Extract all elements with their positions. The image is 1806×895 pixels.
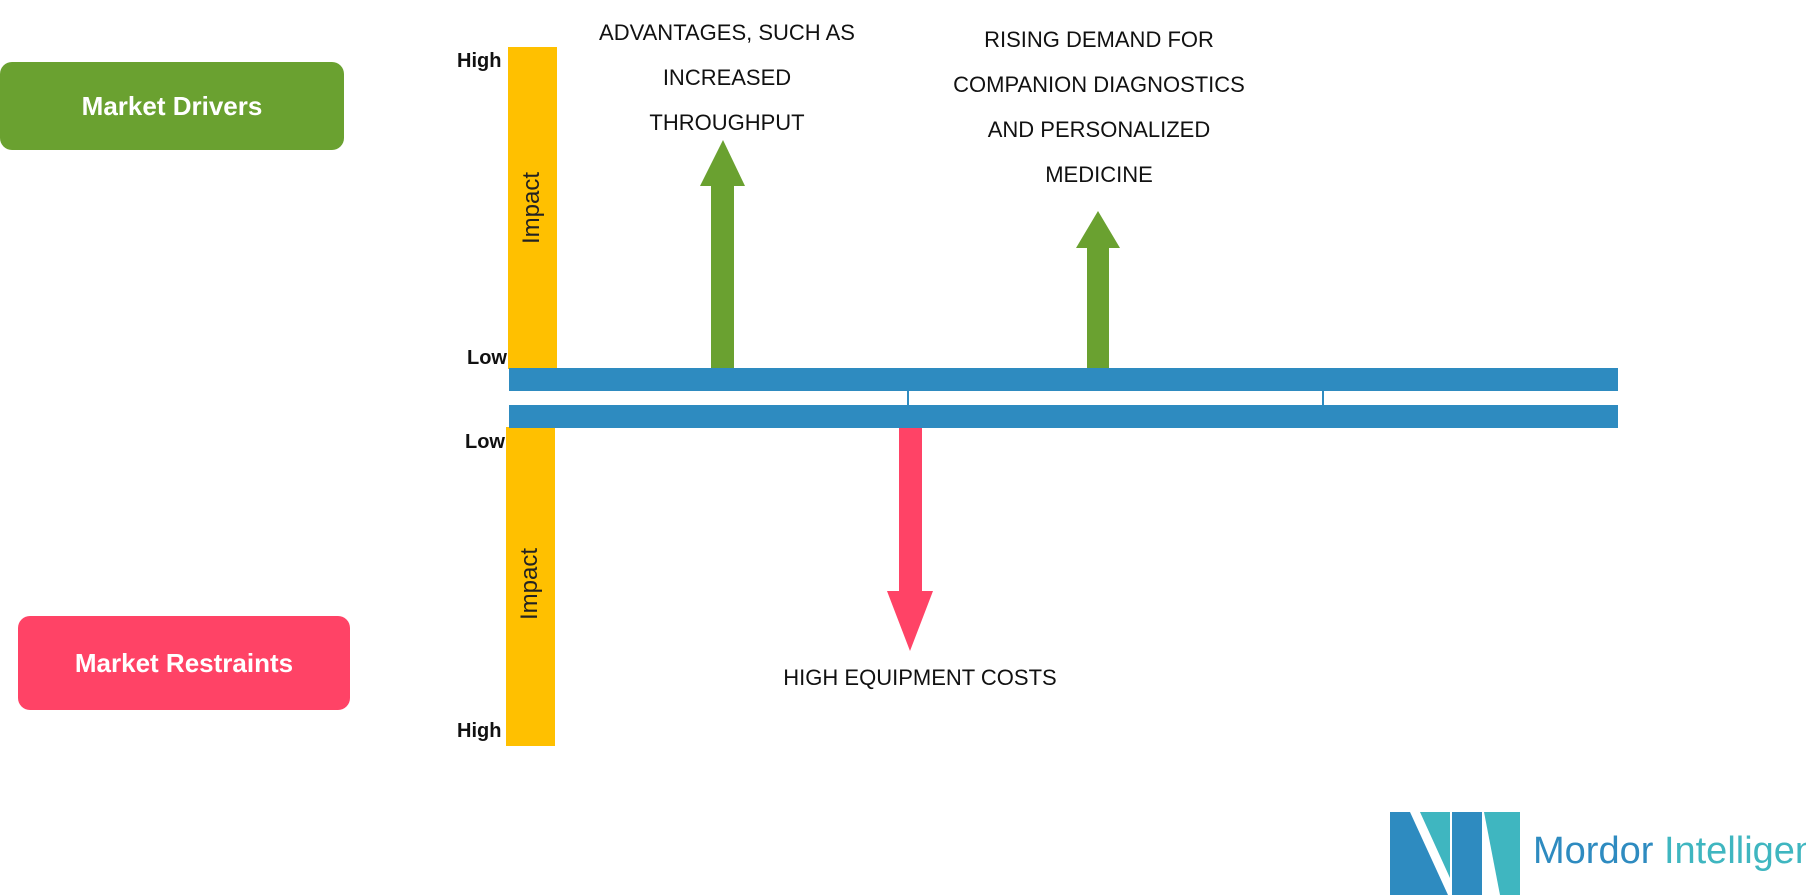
driver-arrow-2 (1076, 211, 1120, 368)
driver-callout-2-line: COMPANION DIAGNOSTICS (953, 72, 1245, 97)
timeline-tick-1 (907, 391, 909, 406)
market-drivers-badge: Market Drivers (0, 62, 344, 150)
market-restraints-badge: Market Restraints (18, 616, 350, 710)
logo-word-2: Intelligence (1663, 830, 1806, 872)
drivers-high-label: High (457, 50, 502, 72)
drivers-impact-bar (508, 47, 557, 369)
driver-callout-2: RISING DEMAND FOR COMPANION DIAGNOSTICS … (939, 17, 1259, 197)
upper-timeline-bar (509, 368, 1618, 391)
driver-callout-1: ADVANTAGES, SUCH AS INCREASED THROUGHPUT (587, 10, 867, 145)
restraints-high-label: High (457, 720, 502, 742)
driver-arrow-1 (700, 140, 745, 368)
driver-callout-2-line: AND PERSONALIZED (987, 117, 1211, 142)
timeline-tick-2 (1322, 391, 1324, 406)
driver-callout-1-line: ADVANTAGES, SUCH AS (599, 20, 855, 45)
restraint-arrow-1 (887, 428, 933, 651)
restraint-callout-1-line: HIGH EQUIPMENT COSTS (783, 665, 1057, 690)
logo-word-1: Mordor (1533, 830, 1654, 872)
restraints-low-label: Low (465, 431, 505, 453)
driver-callout-1-line: THROUGHPUT (649, 110, 805, 135)
lower-timeline-bar (509, 405, 1618, 428)
drivers-low-label: Low (467, 347, 507, 369)
driver-callout-2-line: MEDICINE (1045, 162, 1153, 187)
restraints-impact-bar (506, 427, 555, 746)
restraint-callout-1: HIGH EQUIPMENT COSTS (770, 655, 1070, 700)
mordor-intelligence-logo-text: Mordor Intelligence (1533, 830, 1806, 873)
mordor-intelligence-logo-icon (1390, 812, 1520, 895)
driver-callout-2-line: RISING DEMAND FOR (984, 27, 1214, 52)
driver-callout-1-line: INCREASED (662, 65, 792, 90)
